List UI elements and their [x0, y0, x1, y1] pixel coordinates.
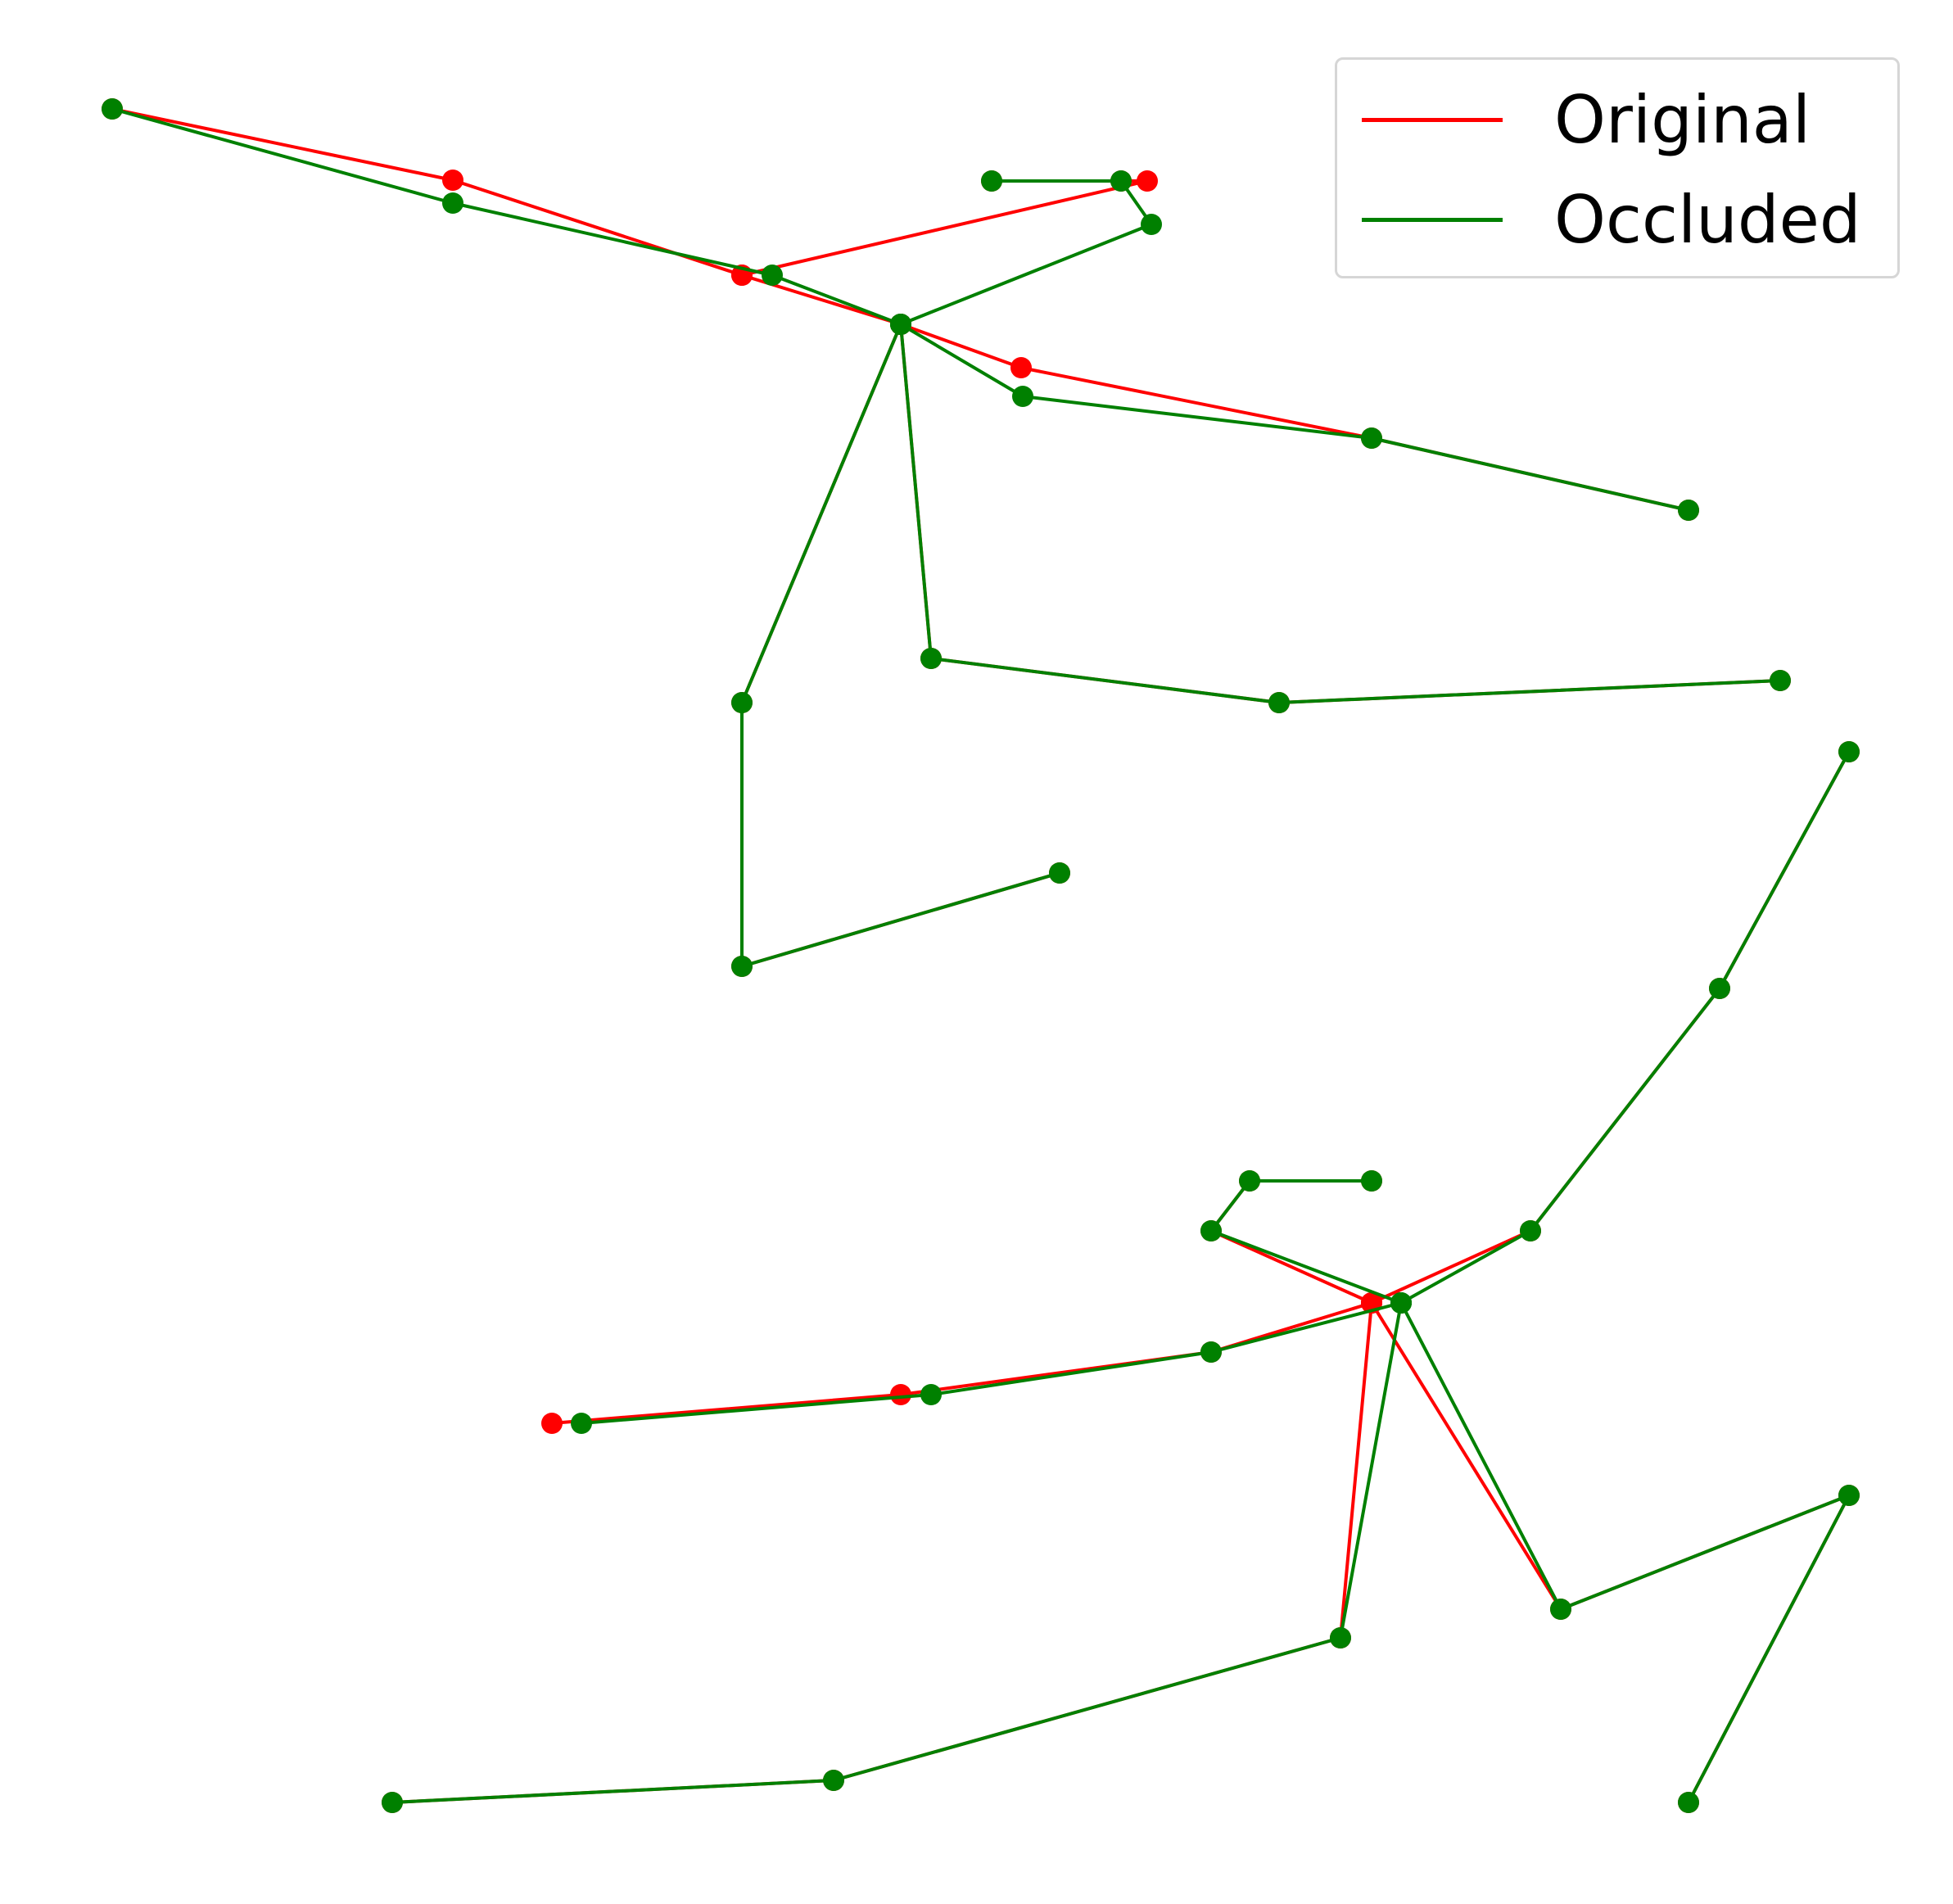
- legend-label-original: Original: [1554, 82, 1811, 158]
- legend-entry-original: Original: [1337, 72, 1897, 170]
- original-limb-line: [899, 323, 1781, 704]
- occluded-joint-point: [1709, 978, 1730, 999]
- original-joint-point: [1137, 170, 1158, 192]
- series-original: [102, 98, 1860, 1813]
- legend-swatch-occluded: [1362, 218, 1503, 222]
- occluded-limb-line: [1209, 1179, 1402, 1305]
- occluded-joint-point: [442, 192, 463, 214]
- occluded-limb-line: [740, 323, 1060, 968]
- occluded-joint-point: [1330, 1627, 1351, 1648]
- occluded-joint-point: [1200, 1220, 1222, 1241]
- original-joint-point: [890, 1384, 911, 1405]
- occluded-joint-point: [1239, 1170, 1260, 1192]
- legend-entry-occluded: Occluded: [1337, 172, 1897, 270]
- occluded-limb-line: [391, 1302, 1403, 1804]
- original-joint-point: [1010, 357, 1032, 378]
- original-limb-line: [741, 179, 1149, 277]
- occluded-joint-point: [1390, 1292, 1412, 1314]
- occluded-limb-line: [899, 323, 1781, 704]
- occluded-joint-point: [1049, 862, 1070, 884]
- occluded-joint-point: [1012, 386, 1033, 407]
- occluded-joint-point: [571, 1413, 592, 1434]
- occluded-joint-point: [1838, 1485, 1860, 1506]
- original-limb-line: [551, 751, 1851, 1425]
- occluded-joint-point: [731, 956, 753, 977]
- occluded-joint-point: [920, 648, 942, 669]
- occluded-limb-line: [1399, 1302, 1851, 1803]
- occluded-joint-point: [1268, 692, 1290, 713]
- original-limb-line: [391, 1302, 1373, 1804]
- occluded-joint-point: [1520, 1220, 1541, 1241]
- occluded-joint-point: [731, 692, 753, 713]
- occluded-joint-point: [1361, 1170, 1382, 1192]
- occluded-limb-line: [581, 751, 1851, 1425]
- occluded-joint-point: [1550, 1599, 1571, 1620]
- occluded-joint-point: [920, 1384, 942, 1405]
- occluded-limb-line: [900, 179, 1153, 326]
- occluded-joint-point: [1200, 1341, 1222, 1363]
- occluded-joint-point: [981, 170, 1002, 192]
- legend: Original Occluded: [1335, 57, 1900, 278]
- occluded-joint-point: [1678, 1792, 1699, 1813]
- occluded-joint-point: [1838, 741, 1860, 762]
- plot-area: [102, 98, 1860, 1813]
- occluded-joint-point: [102, 98, 123, 120]
- original-joint-point: [541, 1413, 563, 1434]
- occluded-joint-point: [1141, 214, 1162, 235]
- series-occluded: [102, 98, 1860, 1813]
- legend-label-occluded: Occluded: [1554, 182, 1861, 258]
- legend-swatch-original: [1362, 118, 1503, 122]
- occluded-joint-point: [823, 1770, 844, 1791]
- occluded-joint-point: [1678, 500, 1699, 521]
- occluded-joint-point: [890, 314, 911, 335]
- original-joint-point: [442, 170, 463, 191]
- occluded-joint-point: [382, 1792, 403, 1813]
- occluded-joint-point: [1770, 670, 1791, 691]
- occluded-joint-point: [762, 265, 783, 286]
- original-limb-line: [740, 323, 1060, 968]
- original-limb-line: [1370, 1301, 1851, 1803]
- occluded-joint-point: [1110, 170, 1132, 192]
- occluded-joint-point: [1361, 427, 1382, 449]
